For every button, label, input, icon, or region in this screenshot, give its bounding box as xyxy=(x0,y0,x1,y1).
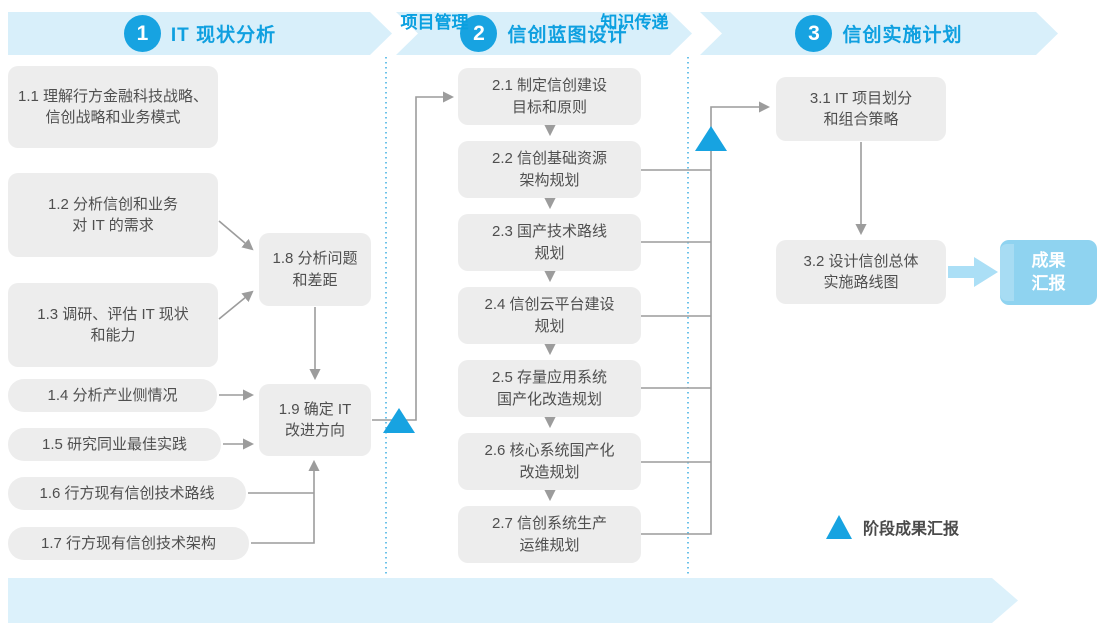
phase-3-number-badge: 3 xyxy=(795,15,832,52)
step-box-1-4: 1.4 分析产业侧情况 xyxy=(8,379,217,412)
phase-2-number-badge: 2 xyxy=(460,15,497,52)
thick-arrow-3-2-to-deliverable xyxy=(948,257,998,287)
step-box-1-1: 1.1 理解行方金融科技战略、 信创战略和业务模式 xyxy=(8,66,218,148)
step-box-1-9: 1.9 确定 IT 改进方向 xyxy=(259,384,371,456)
step-box-2-4: 2.4 信创云平台建设 规划 xyxy=(458,287,641,344)
step-box-2-3: 2.3 国产技术路线 规划 xyxy=(458,214,641,271)
connector-1-2-to-1-8 xyxy=(218,220,254,251)
step-box-1-8: 1.8 分析问题 和差距 xyxy=(259,233,371,306)
step-box-1-2: 1.2 分析信创和业务 对 IT 的需求 xyxy=(8,173,218,257)
step-box-2-2: 2.2 信创基础资源 架构规划 xyxy=(458,141,641,198)
legend-label: 阶段成果汇报 xyxy=(863,521,960,538)
connector-1-3-to-1-8 xyxy=(218,290,254,320)
step-box-2-7: 2.7 信创系统生产 运维规划 xyxy=(458,506,641,563)
connector-collector-to-3-1 xyxy=(641,101,771,535)
connector-1-9-to-2-1 xyxy=(372,91,455,421)
phase-band-3: 3 信创实施计划 xyxy=(700,12,1058,55)
legend: 阶段成果汇报 xyxy=(826,515,959,539)
deliverable-box: 成果 汇报 xyxy=(1000,240,1097,305)
phase-2-title: 信创蓝图设计 xyxy=(507,25,628,46)
step-box-1-7: 1.7 行方现有信创技术架构 xyxy=(8,527,249,560)
step-box-1-3: 1.3 调研、评估 IT 现状 和能力 xyxy=(8,283,218,367)
footer-arrow-band xyxy=(8,578,1018,623)
step-box-1-6: 1.6 行方现有信创技术路线 xyxy=(8,477,246,510)
step-box-2-6: 2.6 核心系统国产化 改造规划 xyxy=(458,433,641,490)
step-box-3-1: 3.1 IT 项目划分 和组合策略 xyxy=(776,77,946,141)
connector-1-7-to-1-9 xyxy=(251,459,320,544)
phase-band-2: 2 信创蓝图设计 xyxy=(396,12,692,55)
step-box-1-5: 1.5 研究同业最佳实践 xyxy=(8,428,221,461)
footer-label-knowledge-transfer: 知识传递 xyxy=(600,13,669,32)
phase-band-1: 1 IT 现状分析 xyxy=(8,12,392,55)
footer-label-project-management: 项目管理 xyxy=(400,13,469,32)
step-box-2-1: 2.1 制定信创建设 目标和原则 xyxy=(458,68,641,125)
phase-report-triangle-2 xyxy=(695,126,727,151)
phase-1-number-badge: 1 xyxy=(124,15,161,52)
step-box-2-5: 2.5 存量应用系统 国产化改造规划 xyxy=(458,360,641,417)
phase-report-triangle-icon xyxy=(826,515,852,539)
step-box-3-2: 3.2 设计信创总体 实施路线图 xyxy=(776,240,946,304)
phase-3-title: 信创实施计划 xyxy=(842,25,963,46)
phase-report-triangle-1 xyxy=(383,408,415,433)
phase-1-title: IT 现状分析 xyxy=(170,25,277,46)
